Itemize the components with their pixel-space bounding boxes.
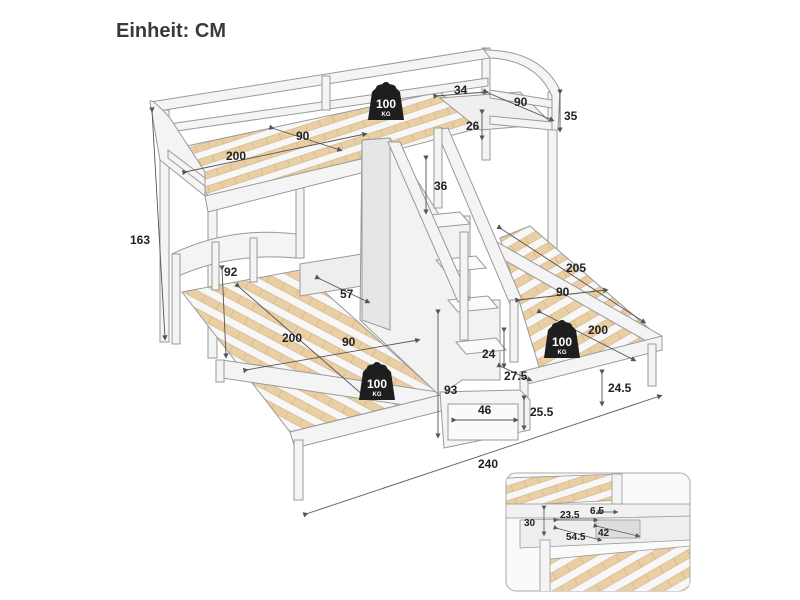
weight-badge-lower-left: 100 KG <box>359 362 395 400</box>
dim-lower-right-length: 205 <box>566 261 586 275</box>
stair-handrail <box>387 141 471 303</box>
upper-leg <box>295 187 305 259</box>
dim-lower-right-width: 90 <box>556 285 570 299</box>
dim-stair-depth: 27.5 <box>504 369 528 383</box>
dim-top-width: 90 <box>296 129 310 143</box>
detail-inset: 30 23.5 6.5 54.5 42 <box>505 472 691 592</box>
dimension-labels: 163 240 200 90 34 90 35 26 36 92 200 90 … <box>130 83 632 471</box>
weight-badge-upper: 100 KG <box>368 82 404 120</box>
dim-line-gap <box>314 274 371 304</box>
dim-total-height: 163 <box>130 233 150 247</box>
lower-headboard-post <box>249 237 258 283</box>
inset-dim-2: 23.5 <box>560 510 580 521</box>
stair-post <box>433 127 443 209</box>
dim-stair-bottom-step: 24 <box>482 347 496 361</box>
dim-stair-step-height: 36 <box>434 179 448 193</box>
inset-dim-3: 6.5 <box>590 506 604 517</box>
dim-line-top-width <box>268 124 343 152</box>
weight-unit: KG <box>373 392 382 398</box>
lower-headboard-post <box>211 241 220 291</box>
stair-post <box>459 231 469 341</box>
weight-value: 100 <box>552 335 572 349</box>
dim-lower-right-clearance: 24.5 <box>608 381 632 395</box>
lower-leg <box>293 439 304 501</box>
dim-line-lower-right-length <box>496 224 647 324</box>
inset-dim-1: 30 <box>524 518 536 529</box>
rail-post <box>321 75 331 111</box>
stair-post <box>509 299 519 363</box>
dim-lower-left-length: 200 <box>282 331 302 345</box>
dim-stair-height: 93 <box>444 383 458 397</box>
weight-unit: KG <box>382 112 391 118</box>
dimension-lines <box>149 88 663 518</box>
dim-total-length: 240 <box>478 457 498 471</box>
inset-post <box>611 473 623 505</box>
dim-guardrail-height: 26 <box>466 119 480 133</box>
dim-platform-length: 34 <box>454 83 468 97</box>
dim-stair-base-height: 25.5 <box>530 405 554 419</box>
weight-value: 100 <box>376 97 396 111</box>
dim-line-lower-right-width <box>515 287 609 303</box>
weight-icon <box>368 84 404 120</box>
inset-dim-4: 54.5 <box>566 532 586 543</box>
dim-line-height <box>149 107 168 341</box>
dim-platform-rail-height: 35 <box>564 109 578 123</box>
dim-headboard-height: 92 <box>224 265 238 279</box>
inset-dim-5: 42 <box>598 528 610 539</box>
dim-line-platform-width <box>482 88 555 122</box>
dim-line-platform-length <box>433 89 489 99</box>
dim-line-lower-left-width <box>242 337 421 374</box>
dim-line-length <box>302 394 663 518</box>
dim-top-length: 200 <box>226 149 246 163</box>
weight-icon <box>359 364 395 400</box>
dim-line-lower-right-inner <box>536 308 637 362</box>
lower-headboard-post <box>171 253 181 345</box>
dim-line-headboard <box>219 265 229 359</box>
weight-icon <box>544 322 580 358</box>
lower-left-headboard <box>171 231 297 279</box>
inset-slats <box>506 473 621 507</box>
dim-stair-width: 46 <box>478 403 492 417</box>
dim-platform-width: 90 <box>514 95 528 109</box>
lower-leg <box>215 359 225 383</box>
dim-lower-right-inner: 200 <box>588 323 608 337</box>
unit-label: Einheit: CM <box>116 20 226 42</box>
dim-lower-left-width: 90 <box>342 335 356 349</box>
lower-leg <box>647 343 657 387</box>
inset-post <box>539 539 551 591</box>
weight-value: 100 <box>367 377 387 391</box>
weight-badge-lower-right: 100 KG <box>544 320 580 358</box>
dim-lower-left-gap: 57 <box>340 287 354 301</box>
weight-unit: KG <box>558 350 567 356</box>
